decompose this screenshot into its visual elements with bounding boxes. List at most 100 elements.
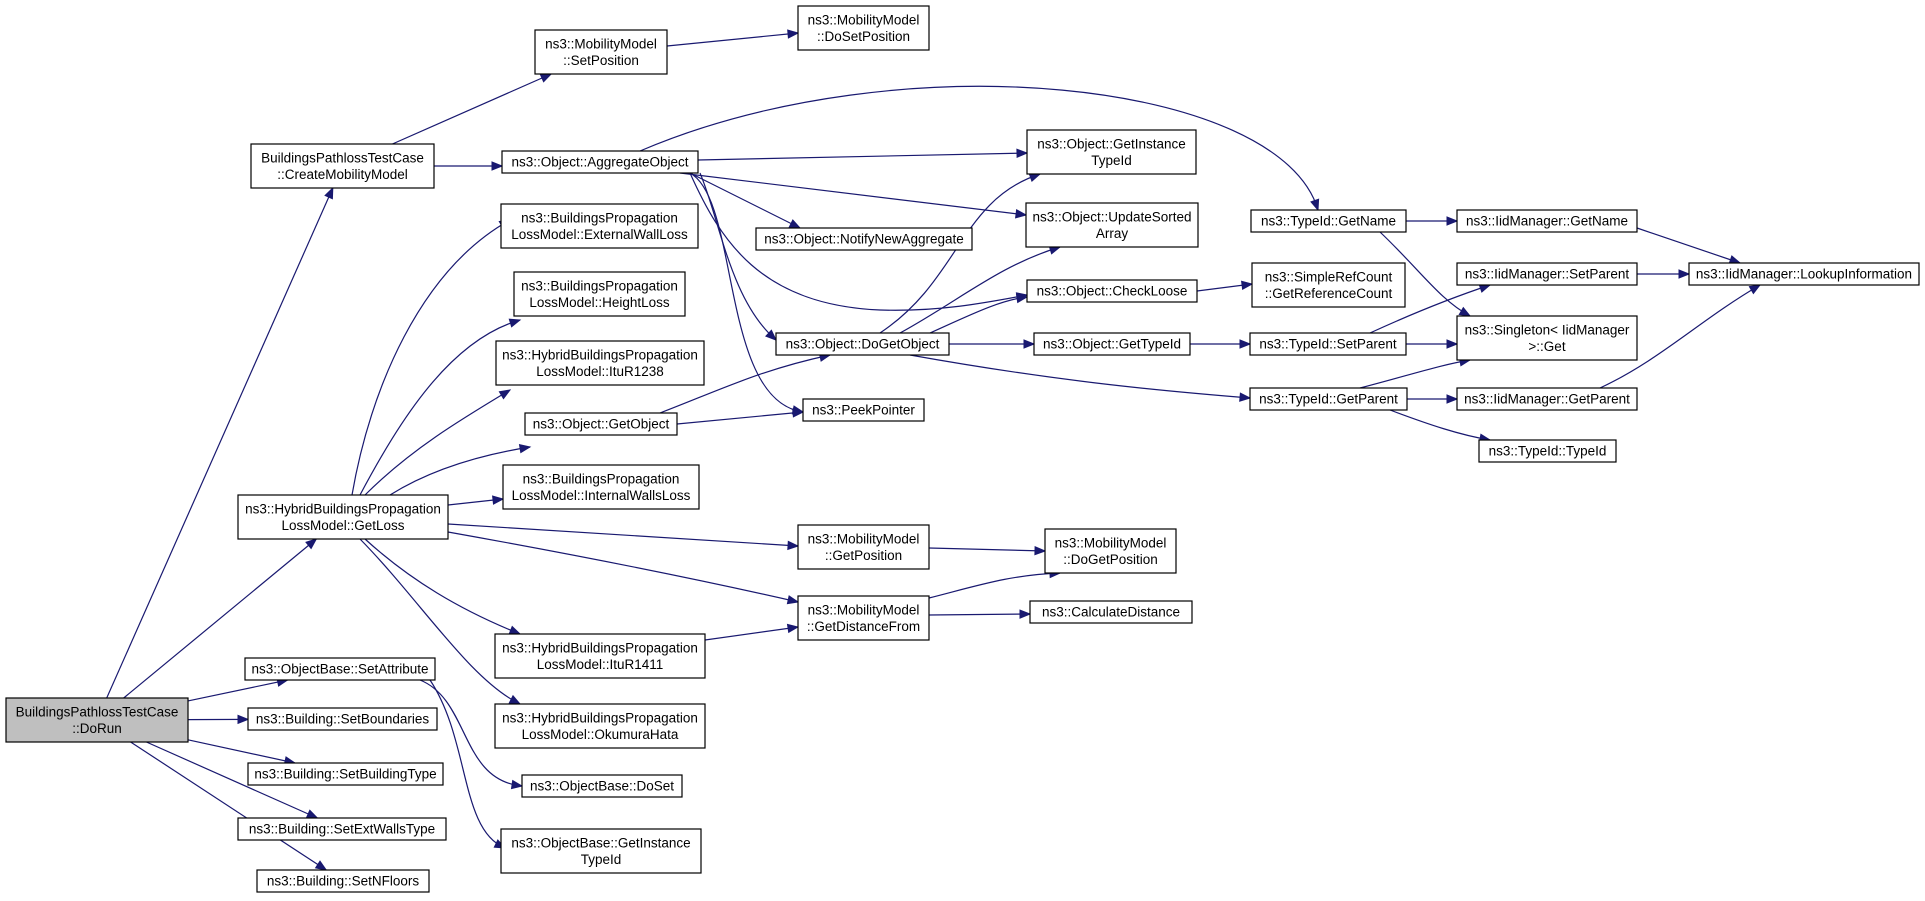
node-hybrid-getloss[interactable]: ns3::HybridBuildingsPropagationLossModel… — [237, 494, 449, 540]
node-label: LossModel::ExternalWallLoss — [511, 227, 688, 242]
node-itur1238[interactable]: ns3::HybridBuildingsPropagationLossModel… — [495, 340, 705, 386]
arrowhead-icon — [314, 860, 328, 871]
arrowhead-icon — [237, 714, 250, 725]
node-box — [1026, 279, 1198, 303]
node-label: ns3::CalculateDistance — [1042, 605, 1180, 620]
arrowhead-icon — [491, 161, 504, 171]
node-notify[interactable]: ns3::Object::NotifyNewAggregate — [755, 227, 973, 251]
node-internal[interactable]: ns3::BuildingsPropagationLossModel::Inte… — [502, 464, 700, 510]
node-label: TypeId — [581, 852, 622, 867]
arrowhead-icon — [786, 623, 800, 634]
arrowhead-icon — [508, 694, 522, 705]
node-label: ns3::Object::GetTypeId — [1043, 337, 1181, 352]
node-box — [244, 657, 436, 681]
node-okumura[interactable]: ns3::HybridBuildingsPropagationLossModel… — [494, 703, 706, 749]
node-tid-typeid[interactable]: ns3::TypeId::TypeId — [1478, 439, 1617, 463]
node-tid-setparent[interactable]: ns3::TypeId::SetParent — [1249, 332, 1407, 356]
call-edges — [106, 29, 1762, 871]
edge-hybrid_getloss-to-extwall — [351, 219, 512, 496]
node-getobject[interactable]: ns3::Object::GetObject — [524, 412, 678, 436]
edge-hybrid_getloss-to-mm_getdist — [447, 531, 800, 605]
node-height[interactable]: ns3::BuildingsPropagationLossModel::Heig… — [513, 271, 686, 317]
node-peek[interactable]: ns3::PeekPointer — [802, 398, 925, 422]
node-label: ns3::BuildingsPropagation — [521, 278, 678, 293]
node-obj-gettid[interactable]: ns3::Object::GetTypeId — [1033, 332, 1191, 356]
node-mm-getdist[interactable]: ns3::MobilityModel::GetDistanceFrom — [797, 595, 930, 641]
node-doset[interactable]: ns3::ObjectBase::DoSet — [521, 774, 683, 798]
node-label: >::Get — [1528, 339, 1565, 354]
node-srefcount[interactable]: ns3::SimpleRefCount::GetReferenceCount — [1251, 262, 1406, 308]
node-setattr[interactable]: ns3::ObjectBase::SetAttribute — [244, 657, 436, 681]
node-iid-getparent[interactable]: ns3::IidManager::GetParent — [1456, 387, 1638, 411]
arrowhead-icon — [1016, 148, 1029, 158]
node-setnfl[interactable]: ns3::Building::SetNFloors — [256, 869, 430, 893]
node-mm-getpos[interactable]: ns3::MobilityModel::GetPosition — [797, 524, 930, 570]
node-box — [500, 203, 699, 249]
node-label: ::GetPosition — [825, 548, 902, 563]
edge-dogetobj-to-obj_getinst — [879, 172, 1042, 334]
node-setbtype[interactable]: ns3::Building::SetBuildingType — [247, 762, 444, 786]
arrowhead-icon — [518, 444, 532, 454]
node-iid-lookup[interactable]: ns3::IidManager::LookupInformation — [1688, 262, 1920, 286]
node-iid-setparent[interactable]: ns3::IidManager::SetParent — [1456, 262, 1638, 286]
arrowhead-icon — [1458, 306, 1472, 317]
arrowhead-icon — [1239, 339, 1252, 349]
edge-iid_getname-to-iid_lookup — [1636, 227, 1742, 265]
node-label: ns3::Object::CheckLoose — [1037, 284, 1188, 299]
node-tid-getname[interactable]: ns3::TypeId::GetName — [1250, 209, 1407, 233]
node-aggregate[interactable]: ns3::Object::AggregateObject — [501, 150, 699, 174]
node-box — [1044, 528, 1177, 574]
edge-createmob-to-aggregate — [434, 161, 504, 171]
node-mm-dosetpos[interactable]: ns3::MobilityModel::DoSetPosition — [797, 5, 930, 51]
node-tid-getparent[interactable]: ns3::TypeId::GetParent — [1249, 387, 1408, 411]
edge-aggregate-to-dogetobj — [699, 172, 777, 341]
node-label: ns3::IidManager::LookupInformation — [1696, 267, 1912, 282]
node-label: ns3::TypeId::TypeId — [1489, 444, 1607, 459]
edge-tid_getparent-to-tid_typeid — [1389, 409, 1492, 443]
arrowhead-icon — [786, 595, 800, 605]
node-mm-setpos[interactable]: ns3::MobilityModel::SetPosition — [534, 29, 668, 75]
node-box — [1249, 332, 1407, 356]
arrowhead-icon — [539, 73, 553, 83]
node-box — [494, 703, 706, 749]
node-label: ns3::Building::SetNFloors — [267, 874, 420, 889]
node-box — [495, 340, 705, 386]
node-iid-getname[interactable]: ns3::IidManager::GetName — [1456, 209, 1638, 233]
node-checkloose[interactable]: ns3::Object::CheckLoose — [1026, 279, 1198, 303]
node-calcdist[interactable]: ns3::CalculateDistance — [1029, 600, 1193, 624]
arrowhead-icon — [508, 318, 522, 328]
node-dogetobj[interactable]: ns3::Object::DoGetObject — [775, 332, 950, 356]
node-extwall[interactable]: ns3::BuildingsPropagationLossModel::Exte… — [500, 203, 699, 249]
edge-aggregate-to-tid_getname — [639, 85, 1320, 212]
edge-itur1411-to-mm_getdist — [704, 623, 800, 641]
node-box — [1688, 262, 1920, 286]
node-itur1411[interactable]: ns3::HybridBuildingsPropagationLossModel… — [494, 633, 706, 679]
node-box — [237, 817, 447, 841]
edge-getobject-to-peek — [676, 408, 805, 425]
node-mm-dogetpos[interactable]: ns3::MobilityModel::DoGetPosition — [1044, 528, 1177, 574]
edge-dogetobj-to-checkloose — [929, 293, 1029, 334]
node-createmob[interactable]: BuildingsPathlossTestCase::CreateMobilit… — [250, 143, 435, 189]
node-label: ns3::IidManager::GetName — [1466, 214, 1628, 229]
node-label: ns3::Object::DoGetObject — [786, 337, 940, 352]
node-label: ::DoGetPosition — [1063, 552, 1158, 567]
node-label: ns3::Building::SetBuildingType — [254, 767, 436, 782]
arrowhead-icon — [305, 538, 318, 550]
node-box — [1249, 387, 1408, 411]
edge-hybrid_getloss-to-itur1238 — [364, 389, 512, 496]
edge-dorun-to-setbound — [187, 714, 250, 725]
node-box — [1025, 202, 1199, 248]
node-label: ns3::ObjectBase::DoSet — [530, 779, 674, 794]
edge-dogetobj-to-obj_gettid — [949, 339, 1036, 349]
node-box — [534, 29, 668, 75]
node-singleton[interactable]: ns3::Singleton< IidManager >::Get — [1456, 315, 1638, 361]
node-setbound[interactable]: ns3::Building::SetBoundaries — [247, 707, 438, 731]
node-label: ns3::TypeId::SetParent — [1259, 337, 1397, 352]
node-setext[interactable]: ns3::Building::SetExtWallsType — [237, 817, 447, 841]
node-box — [1456, 387, 1638, 411]
node-box — [500, 828, 702, 874]
